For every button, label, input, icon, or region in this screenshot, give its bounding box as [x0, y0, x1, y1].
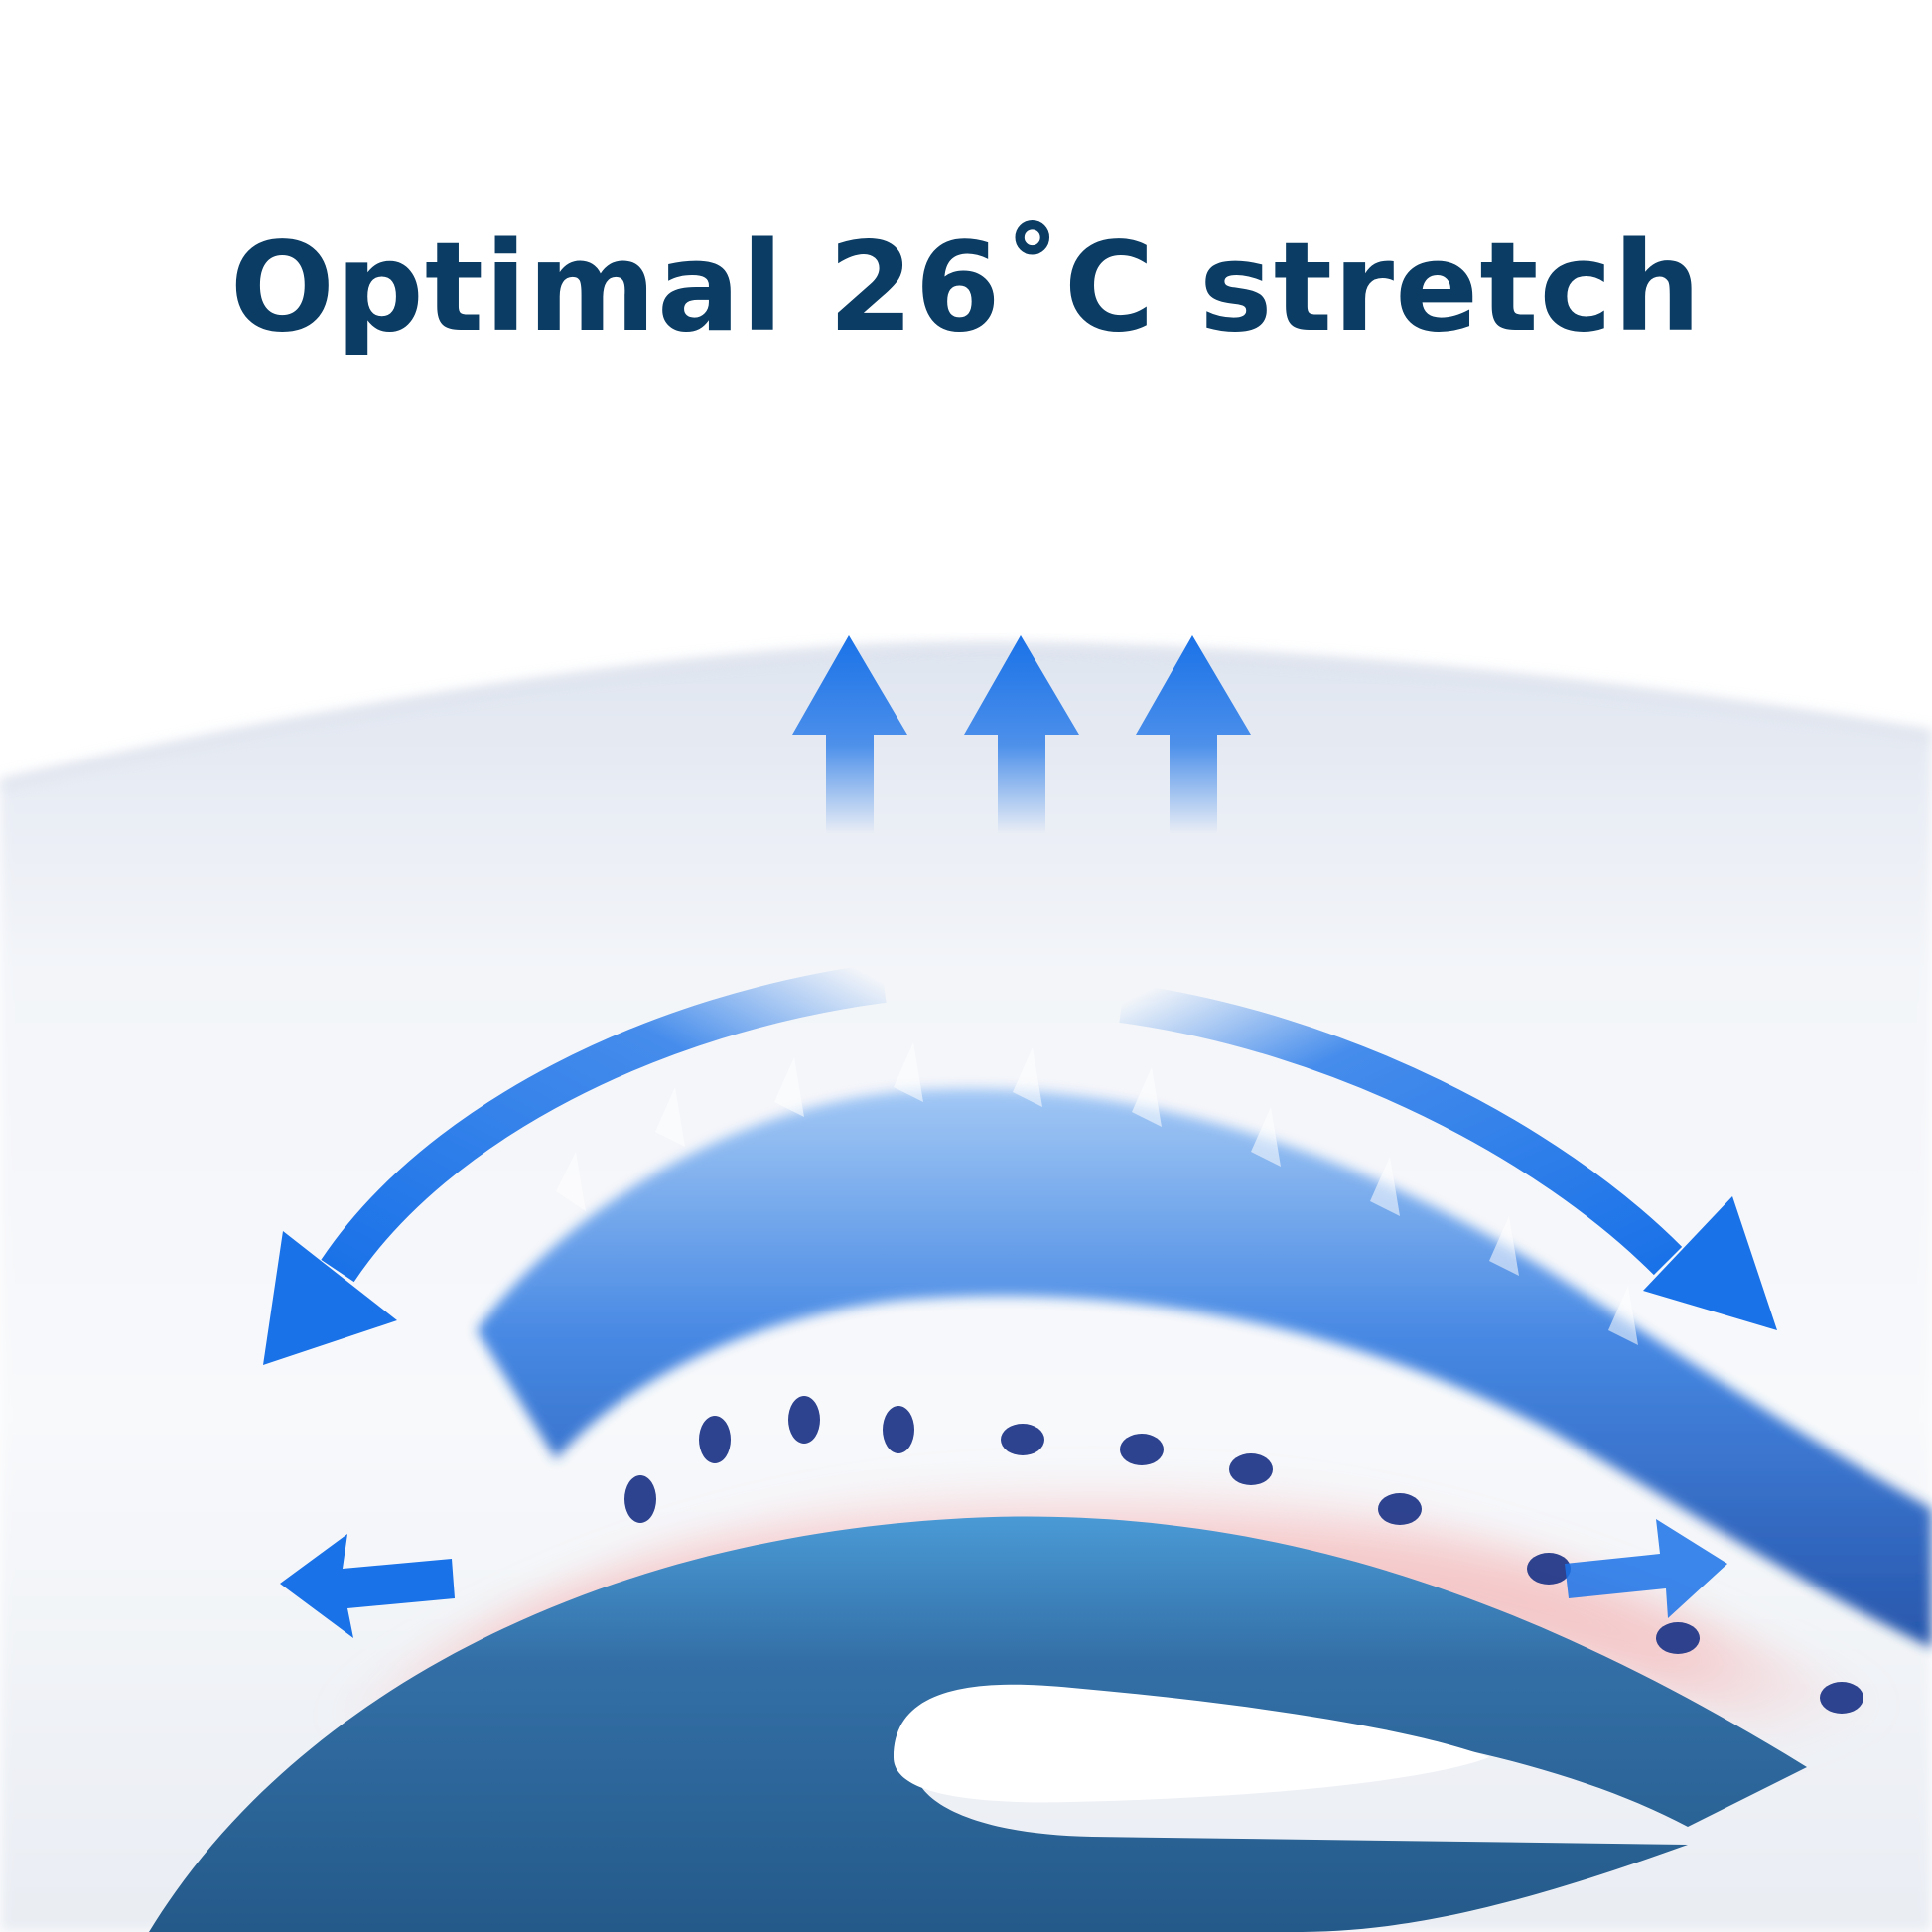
spine — [477, 1042, 1932, 1714]
warm-glow-band — [258, 1476, 1932, 1827]
arrow-side-icon — [280, 1519, 1727, 1638]
stretcher-device — [149, 1516, 1807, 1932]
headline: Optimal 26˚C stretch — [229, 216, 1703, 359]
curved-arrow-icon — [263, 963, 1777, 1365]
arrow-up-icon — [792, 635, 1251, 834]
device-slot — [894, 1684, 1489, 1803]
